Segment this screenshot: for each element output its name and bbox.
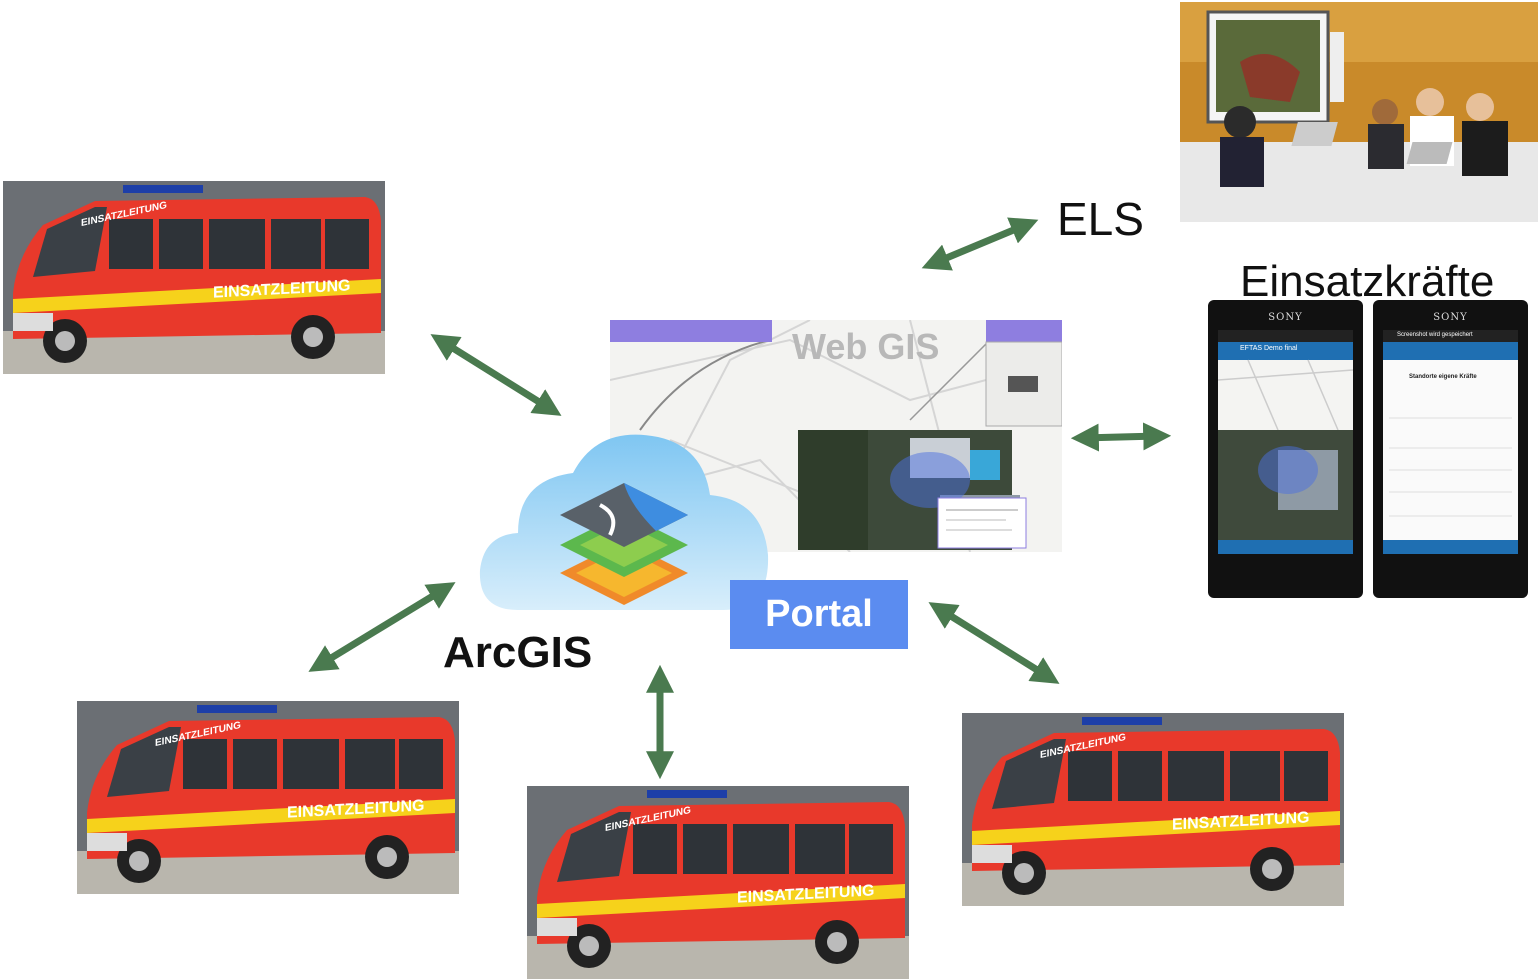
arrow-phones [1070, 422, 1172, 452]
phone-right-status: Screenshot wird gespeichert [1397, 332, 1473, 338]
phone-left-screen: EFTAS Demo final [1218, 330, 1353, 554]
phone-right-screen: Screenshot wird gespeichert Standorte ei… [1383, 330, 1518, 554]
phone-right-form-title: Standorte eigene Kräfte [1409, 374, 1477, 380]
webgis-title: Web GIS [792, 326, 940, 367]
phone-right: SONY Screenshot wird gespeichert Standor… [1373, 300, 1528, 598]
arrow-van-top-left [430, 334, 562, 416]
phone-left: SONY EFTAS Demo final [1208, 300, 1363, 598]
phone-left-app-title: EFTAS Demo final [1240, 345, 1298, 352]
els-label: ELS [1057, 193, 1144, 245]
arrow-van-bottom-left [308, 582, 456, 672]
phone-brand-left: SONY [1268, 312, 1303, 323]
els-meeting-photo [1180, 2, 1538, 222]
einsatzkraefte-label: Einsatzkräfte [1240, 257, 1495, 306]
arrow-van-bottom-right [928, 602, 1060, 684]
phone-brand-right: SONY [1433, 312, 1468, 323]
arrow-els [921, 217, 1039, 271]
arcgis-label: ArcGIS [443, 628, 593, 677]
arcgis-cloud-icon [478, 425, 778, 620]
portal-badge: Portal [730, 580, 908, 649]
